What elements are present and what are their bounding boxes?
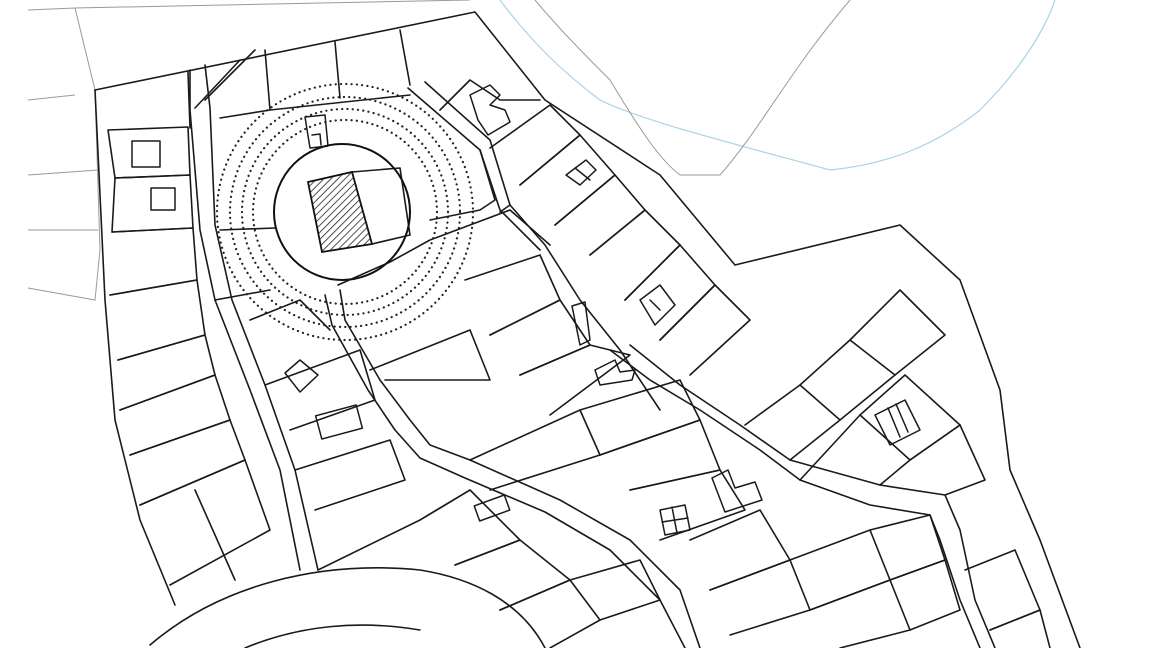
buffer-ring-3 (228, 95, 462, 329)
buffer-ring-2 (240, 107, 450, 317)
buffer-ring-1 (251, 118, 439, 306)
parcels (107, 29, 1051, 648)
buffer-rings (215, 82, 475, 342)
road-network (149, 49, 996, 648)
outer-parcels (27, 0, 471, 301)
buildings (131, 84, 921, 536)
buffer-ring-4 (215, 82, 475, 342)
district-boundary (94, 11, 1081, 648)
highlighted-plot[interactable] (306, 167, 411, 254)
buffer-circle-inner (273, 143, 411, 281)
stream (499, 0, 1056, 176)
